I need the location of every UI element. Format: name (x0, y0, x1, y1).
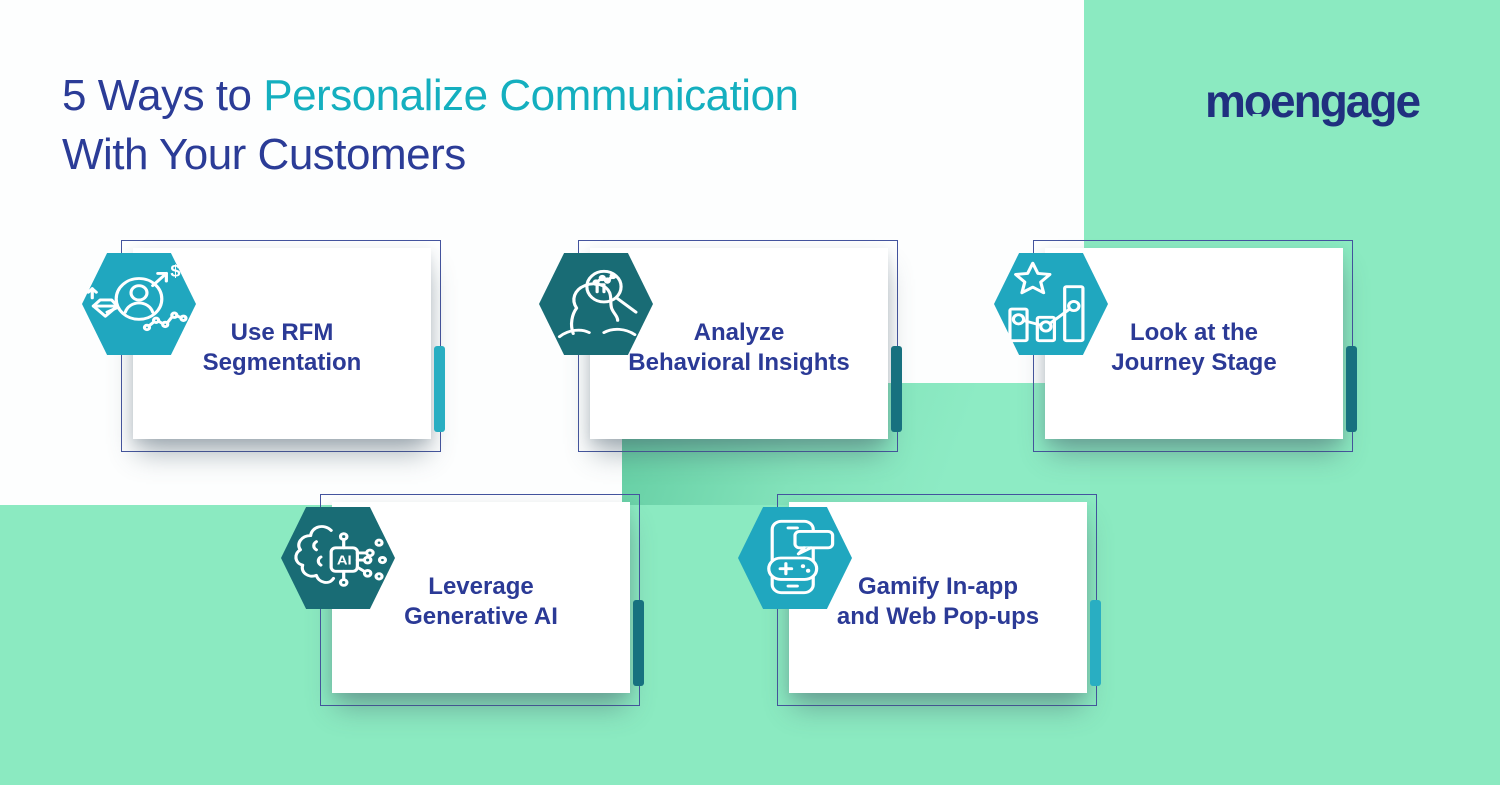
logo-letter-o: o (1243, 75, 1272, 127)
logo-letter-m: m (1205, 75, 1246, 127)
title-highlight: Personalize Communication (263, 71, 799, 120)
card-label-line2: Generative AI (404, 603, 558, 630)
hexagon-badge (994, 253, 1108, 355)
generative-ai-icon: AI (294, 525, 388, 587)
card-look-at-journey-stage: Look at the Journey Stage (994, 240, 1357, 452)
dollar-glyph: $ (170, 261, 181, 280)
moengage-logo: moengage (1205, 74, 1421, 128)
card-label-line1: Analyze (693, 319, 785, 346)
card-label: Use RFM Segmentation (133, 318, 431, 378)
card-label-line1: Gamify In-app (857, 573, 1019, 600)
title-prefix: 5 Ways to (62, 71, 264, 120)
hexagon-badge (539, 253, 653, 355)
card-label-line2: Behavioral Insights (628, 349, 850, 376)
card-analyze-behavioral-insights: Analyze Behavioral Insights (539, 240, 902, 452)
card-label-line2: and Web Pop-ups (836, 603, 1040, 630)
accent-bar (1346, 346, 1357, 432)
hexagon-badge: AI (281, 507, 395, 609)
card-label: Analyze Behavioral Insights (590, 318, 888, 378)
accent-bar (891, 346, 902, 432)
card-label: Leverage Generative AI (332, 572, 630, 632)
gamify-icon (767, 519, 835, 595)
card-leverage-generative-ai: AI Leverage Generative AI (281, 494, 644, 706)
rfm-segmentation-icon: $ (86, 261, 188, 332)
accent-bar (434, 346, 445, 432)
card-label-line2: Journey Stage (1111, 349, 1277, 376)
accent-bar (633, 600, 644, 686)
ai-glyph: AI (337, 552, 352, 567)
logo-o-mark: o (1243, 74, 1272, 128)
card-label: Gamify In-app and Web Pop-ups (789, 572, 1087, 632)
logo-letters-rest: engage (1270, 75, 1421, 127)
journey-stage-icon (1008, 261, 1085, 343)
card-label-line2: Segmentation (202, 349, 362, 376)
accent-bar (1090, 600, 1101, 686)
hexagon-badge (738, 507, 852, 609)
card-label-line1: Use RFM (230, 319, 334, 346)
card-label-line1: Look at the (1129, 319, 1258, 346)
card-use-rfm-segmentation: $ Use RFM Segmentation (82, 240, 445, 452)
card-gamify-popups: Gamify In-app and Web Pop-ups (738, 494, 1101, 706)
behavioral-insights-icon (557, 269, 638, 339)
hexagon-badge: $ (82, 253, 196, 355)
card-label: Look at the Journey Stage (1045, 318, 1343, 378)
card-label-line1: Leverage (428, 573, 534, 600)
title-line2: With Your Customers (62, 130, 466, 179)
